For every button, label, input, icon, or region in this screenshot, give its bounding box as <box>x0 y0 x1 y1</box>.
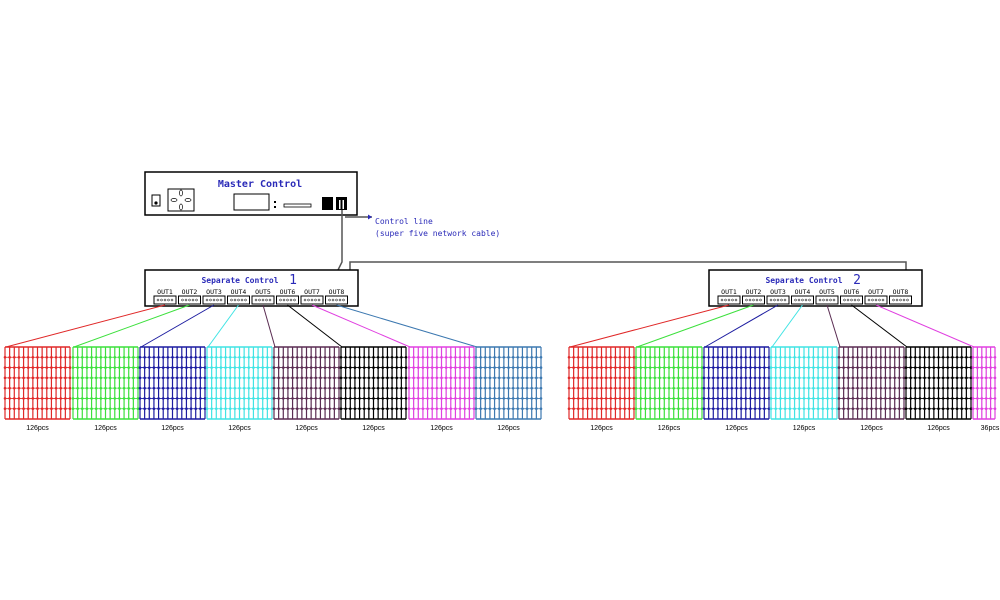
segment-count-label: 126pcs <box>26 425 49 432</box>
led-segment: 126pcs <box>71 304 190 432</box>
direction-pad-icon <box>167 188 195 212</box>
output-port <box>325 295 348 305</box>
segment-count-label: 126pcs <box>228 425 251 432</box>
network-port-1 <box>322 197 333 210</box>
led-segment: 126pcs <box>851 304 973 432</box>
output-wire <box>704 304 779 348</box>
output-label: OUT8 <box>893 288 909 296</box>
colon-icon <box>274 201 276 208</box>
led-segment: 126pcs <box>702 304 779 432</box>
output-label: OUT2 <box>182 288 198 296</box>
led-segment: 126pcs <box>634 304 754 432</box>
output-label: OUT3 <box>770 288 786 296</box>
control-line-label: Control line <box>375 217 433 226</box>
output-wire <box>851 304 908 348</box>
output-label: OUT3 <box>206 288 222 296</box>
output-wire <box>336 304 478 348</box>
separate-control-number: 2 <box>853 273 861 288</box>
output-label: OUT1 <box>721 288 737 296</box>
led-segment: 36pcs <box>875 304 1000 432</box>
output-port <box>251 295 275 305</box>
output-port <box>766 295 790 305</box>
master-control-box: Master Control <box>144 171 358 216</box>
led-segment: 126pcs <box>567 304 730 432</box>
output-port <box>889 295 912 305</box>
output-label: OUT7 <box>304 288 320 296</box>
led-segment: 126pcs <box>138 304 215 432</box>
segment-count-label: 126pcs <box>927 425 950 432</box>
output-label: OUT2 <box>746 288 762 296</box>
segment-count-label: 126pcs <box>860 425 883 432</box>
output-label: OUT4 <box>795 288 811 296</box>
segment-count-label: 126pcs <box>497 425 520 432</box>
output-label: OUT5 <box>255 288 271 296</box>
led-segment: 126pcs <box>769 304 839 432</box>
output-port <box>791 295 814 305</box>
segment-count-label: 36pcs <box>981 425 1000 432</box>
output-wire <box>262 304 276 348</box>
segment-count-label: 126pcs <box>658 425 681 432</box>
output-wire <box>287 304 343 348</box>
display-screen <box>233 193 270 211</box>
led-segment: 126pcs <box>826 304 906 432</box>
led-segment: 126pcs <box>205 304 274 432</box>
segment-count-label: 126pcs <box>295 425 318 432</box>
output-wire <box>140 304 215 348</box>
sd-card-slot <box>283 203 312 208</box>
led-segment: 126pcs <box>287 304 408 432</box>
segment-count-label: 126pcs <box>161 425 184 432</box>
output-wire <box>73 304 190 348</box>
separate-control-title: Separate Control <box>201 276 278 285</box>
output-port <box>717 295 741 305</box>
separate-control-number: 1 <box>289 273 297 288</box>
led-segment: 126pcs <box>336 304 543 432</box>
segment-count-label: 126pcs <box>94 425 117 432</box>
output-wire <box>5 304 166 348</box>
led-segment: 126pcs <box>311 304 476 432</box>
output-port <box>276 295 299 305</box>
output-port <box>202 295 226 305</box>
output-port <box>153 295 177 305</box>
output-label: OUT7 <box>868 288 884 296</box>
output-label: OUT5 <box>819 288 835 296</box>
master-control-title: Master Control <box>218 179 302 190</box>
power-switch-icon <box>151 194 161 207</box>
output-port <box>227 295 250 305</box>
separate-control-title: Separate Control <box>765 276 842 285</box>
output-port <box>840 295 863 305</box>
output-port <box>815 295 839 305</box>
output-wire <box>207 304 239 348</box>
led-segment: 126pcs <box>3 304 166 432</box>
output-wire <box>569 304 730 348</box>
segment-count-label: 126pcs <box>362 425 385 432</box>
segment-count-label: 126pcs <box>793 425 816 432</box>
output-port <box>864 295 888 305</box>
led-segment: 126pcs <box>262 304 341 432</box>
output-port <box>742 295 765 305</box>
output-wire <box>826 304 841 348</box>
output-port <box>300 295 324 305</box>
output-wire <box>771 304 803 348</box>
control-cable <box>337 210 907 271</box>
output-label: OUT8 <box>329 288 345 296</box>
output-port <box>178 295 201 305</box>
arrow-icon <box>368 214 372 220</box>
output-wire <box>875 304 975 348</box>
output-label: OUT4 <box>231 288 247 296</box>
segment-count-label: 126pcs <box>430 425 453 432</box>
output-label: OUT6 <box>280 288 296 296</box>
network-port-2 <box>336 197 347 210</box>
output-label: OUT1 <box>157 288 173 296</box>
control-line-sublabel: (super five network cable) <box>375 229 500 238</box>
segment-count-label: 126pcs <box>590 425 613 432</box>
segment-count-label: 126pcs <box>725 425 748 432</box>
output-wire <box>311 304 411 348</box>
output-label: OUT6 <box>844 288 860 296</box>
output-wire <box>636 304 754 348</box>
